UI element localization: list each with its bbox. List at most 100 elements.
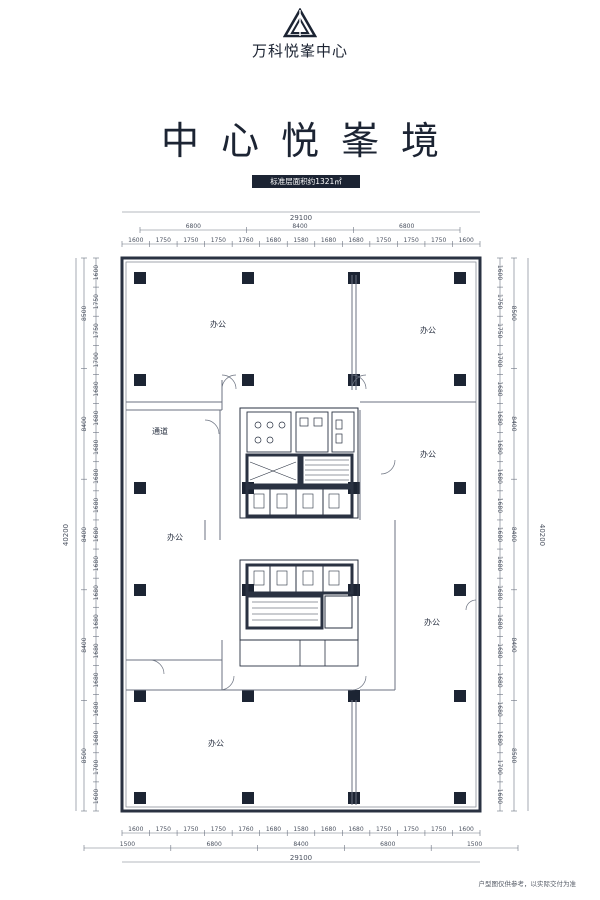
- dimension-segment-label: 1680: [266, 826, 281, 833]
- overall-height-label-right: 40200: [538, 524, 546, 546]
- partitions: [126, 275, 476, 805]
- dimension-segment-label: 1700: [93, 760, 100, 775]
- dimension-segment-label: 1580: [293, 826, 308, 833]
- dimension-group-label: 8500: [510, 748, 517, 763]
- outer-wall-inner: [125, 261, 477, 808]
- brand-logo: 万科悦峯中心: [0, 8, 600, 61]
- structural-column: [134, 272, 146, 284]
- dimension-segment-label: 1680: [496, 672, 503, 687]
- structural-column: [454, 374, 466, 386]
- dimension-lines: 6800 8400 6800 1600 1750 1750 1750 1760 1680 1580…: [75, 211, 529, 863]
- dimension-segment-label: 1760: [238, 237, 253, 244]
- dimension-segment-label: 1750: [183, 826, 198, 833]
- dimension-segment-label: 1750: [156, 237, 171, 244]
- dimension-segment-label: 1700: [93, 352, 100, 367]
- room-label-office: 办公: [210, 319, 226, 329]
- dimension-group-label: 8400: [81, 637, 88, 652]
- dimension-segment-label: 1700: [496, 352, 503, 367]
- dimension-segment-label: 1680: [348, 826, 363, 833]
- dimension-group-label: 8500: [81, 305, 88, 320]
- dimension-segment-label: 1700: [496, 760, 503, 775]
- room-label-corridor: 通道: [152, 426, 168, 436]
- dimension-segment-label: 1680: [496, 556, 503, 571]
- dimension-group-label: 8400: [292, 223, 307, 230]
- triangle-logo-icon: [283, 8, 317, 38]
- structural-column: [242, 272, 254, 284]
- structural-column: [134, 690, 146, 702]
- dimension-group-label: 8400: [293, 841, 308, 848]
- dimension-segment-label: 1750: [496, 294, 503, 309]
- dimension-segment-label: 1680: [93, 381, 100, 396]
- dimension-segment-label: 1680: [93, 643, 100, 658]
- dimension-group-label: 6800: [399, 223, 414, 230]
- room-label-office: 办公: [420, 449, 436, 459]
- dimension-segment-label: 1750: [211, 826, 226, 833]
- dimension-segment-label: 1580: [293, 237, 308, 244]
- structural-column: [242, 374, 254, 386]
- dimension-segment-label: 1600: [128, 237, 143, 244]
- overall-width-label-bottom: 29100: [290, 854, 312, 862]
- dimension-group-label: 8400: [81, 527, 88, 542]
- dimension-segment-label: 1680: [496, 498, 503, 513]
- dimension-segment-label: 1680: [321, 826, 336, 833]
- dimension-segment-label: 1750: [93, 323, 100, 338]
- dimension-group-label: 8400: [510, 527, 517, 542]
- dimension-segment-label: 1600: [496, 265, 503, 280]
- dimension-segment-label: 1680: [93, 439, 100, 454]
- structural-column: [348, 374, 360, 386]
- dimension-segment-label: 1760: [238, 826, 253, 833]
- dimension-segment-label: 1680: [93, 468, 100, 483]
- dimension-group-label: 1500: [120, 841, 135, 848]
- dimension-group-label: 1500: [467, 841, 482, 848]
- dimension-group-label: 8400: [510, 637, 517, 652]
- dimension-group-label: 6800: [186, 223, 201, 230]
- structural-column: [348, 690, 360, 702]
- structural-column: [134, 584, 146, 596]
- room-label-office: 办公: [420, 325, 436, 335]
- dimension-segment-label: 1680: [266, 237, 281, 244]
- dimension-segment-label: 1680: [348, 237, 363, 244]
- dimension-segment-label: 1750: [211, 237, 226, 244]
- brand-name: 万科悦峯中心: [251, 42, 348, 60]
- dimension-segment-label: 1600: [496, 789, 503, 804]
- outer-wall: [120, 256, 482, 813]
- structural-columns: [134, 272, 466, 804]
- structural-column: [454, 792, 466, 804]
- dimension-group-label: 6800: [380, 841, 395, 848]
- dimension-segment-label: 1680: [93, 585, 100, 600]
- structural-column: [134, 482, 146, 494]
- dimension-segment-label: 1680: [93, 614, 100, 629]
- dimension-segment-label: 1680: [496, 527, 503, 542]
- dimension-segment-label: 1600: [459, 826, 474, 833]
- structural-column: [454, 584, 466, 596]
- dimension-segment-label: 1750: [431, 826, 446, 833]
- dimension-segment-label: 1750: [376, 826, 391, 833]
- dimension-segment-label: 1600: [459, 237, 474, 244]
- dimension-segment-label: 1750: [156, 826, 171, 833]
- dimension-segment-label: 1680: [93, 556, 100, 571]
- dimension-segment-label: 1750: [376, 237, 391, 244]
- structural-column: [454, 482, 466, 494]
- structural-column: [348, 792, 360, 804]
- dimension-segment-label: 1680: [496, 469, 503, 484]
- dimension-segment-label: 1750: [93, 294, 100, 309]
- dimension-segment-label: 1680: [496, 614, 503, 629]
- dimension-group-label: 8400: [510, 416, 517, 431]
- dimension-segment-label: 1750: [404, 826, 419, 833]
- dimension-group-label: 8500: [510, 306, 517, 321]
- structural-column: [242, 792, 254, 804]
- dimension-segment-label: 1680: [496, 381, 503, 396]
- structural-column: [242, 690, 254, 702]
- dimension-segment-label: 1680: [496, 643, 503, 658]
- room-label-office: 办公: [208, 738, 224, 748]
- dimension-segment-label: 1680: [496, 731, 503, 746]
- service-core-upper: [239, 407, 359, 519]
- footnote: 户型图仅供参考，以实际交付为准: [478, 880, 577, 888]
- dimension-segment-label: 1680: [496, 585, 503, 600]
- dimension-segment-label: 1680: [93, 527, 100, 542]
- dimension-group-label: 8400: [81, 416, 88, 431]
- overall-width-label: 29100: [290, 214, 312, 222]
- dimension-segment-label: 1680: [93, 730, 100, 745]
- floor-plan: 6800 8400 6800 1600 1750 1750 1750 1760 1680 1580…: [62, 211, 546, 863]
- dimension-segment-label: 1600: [128, 826, 143, 833]
